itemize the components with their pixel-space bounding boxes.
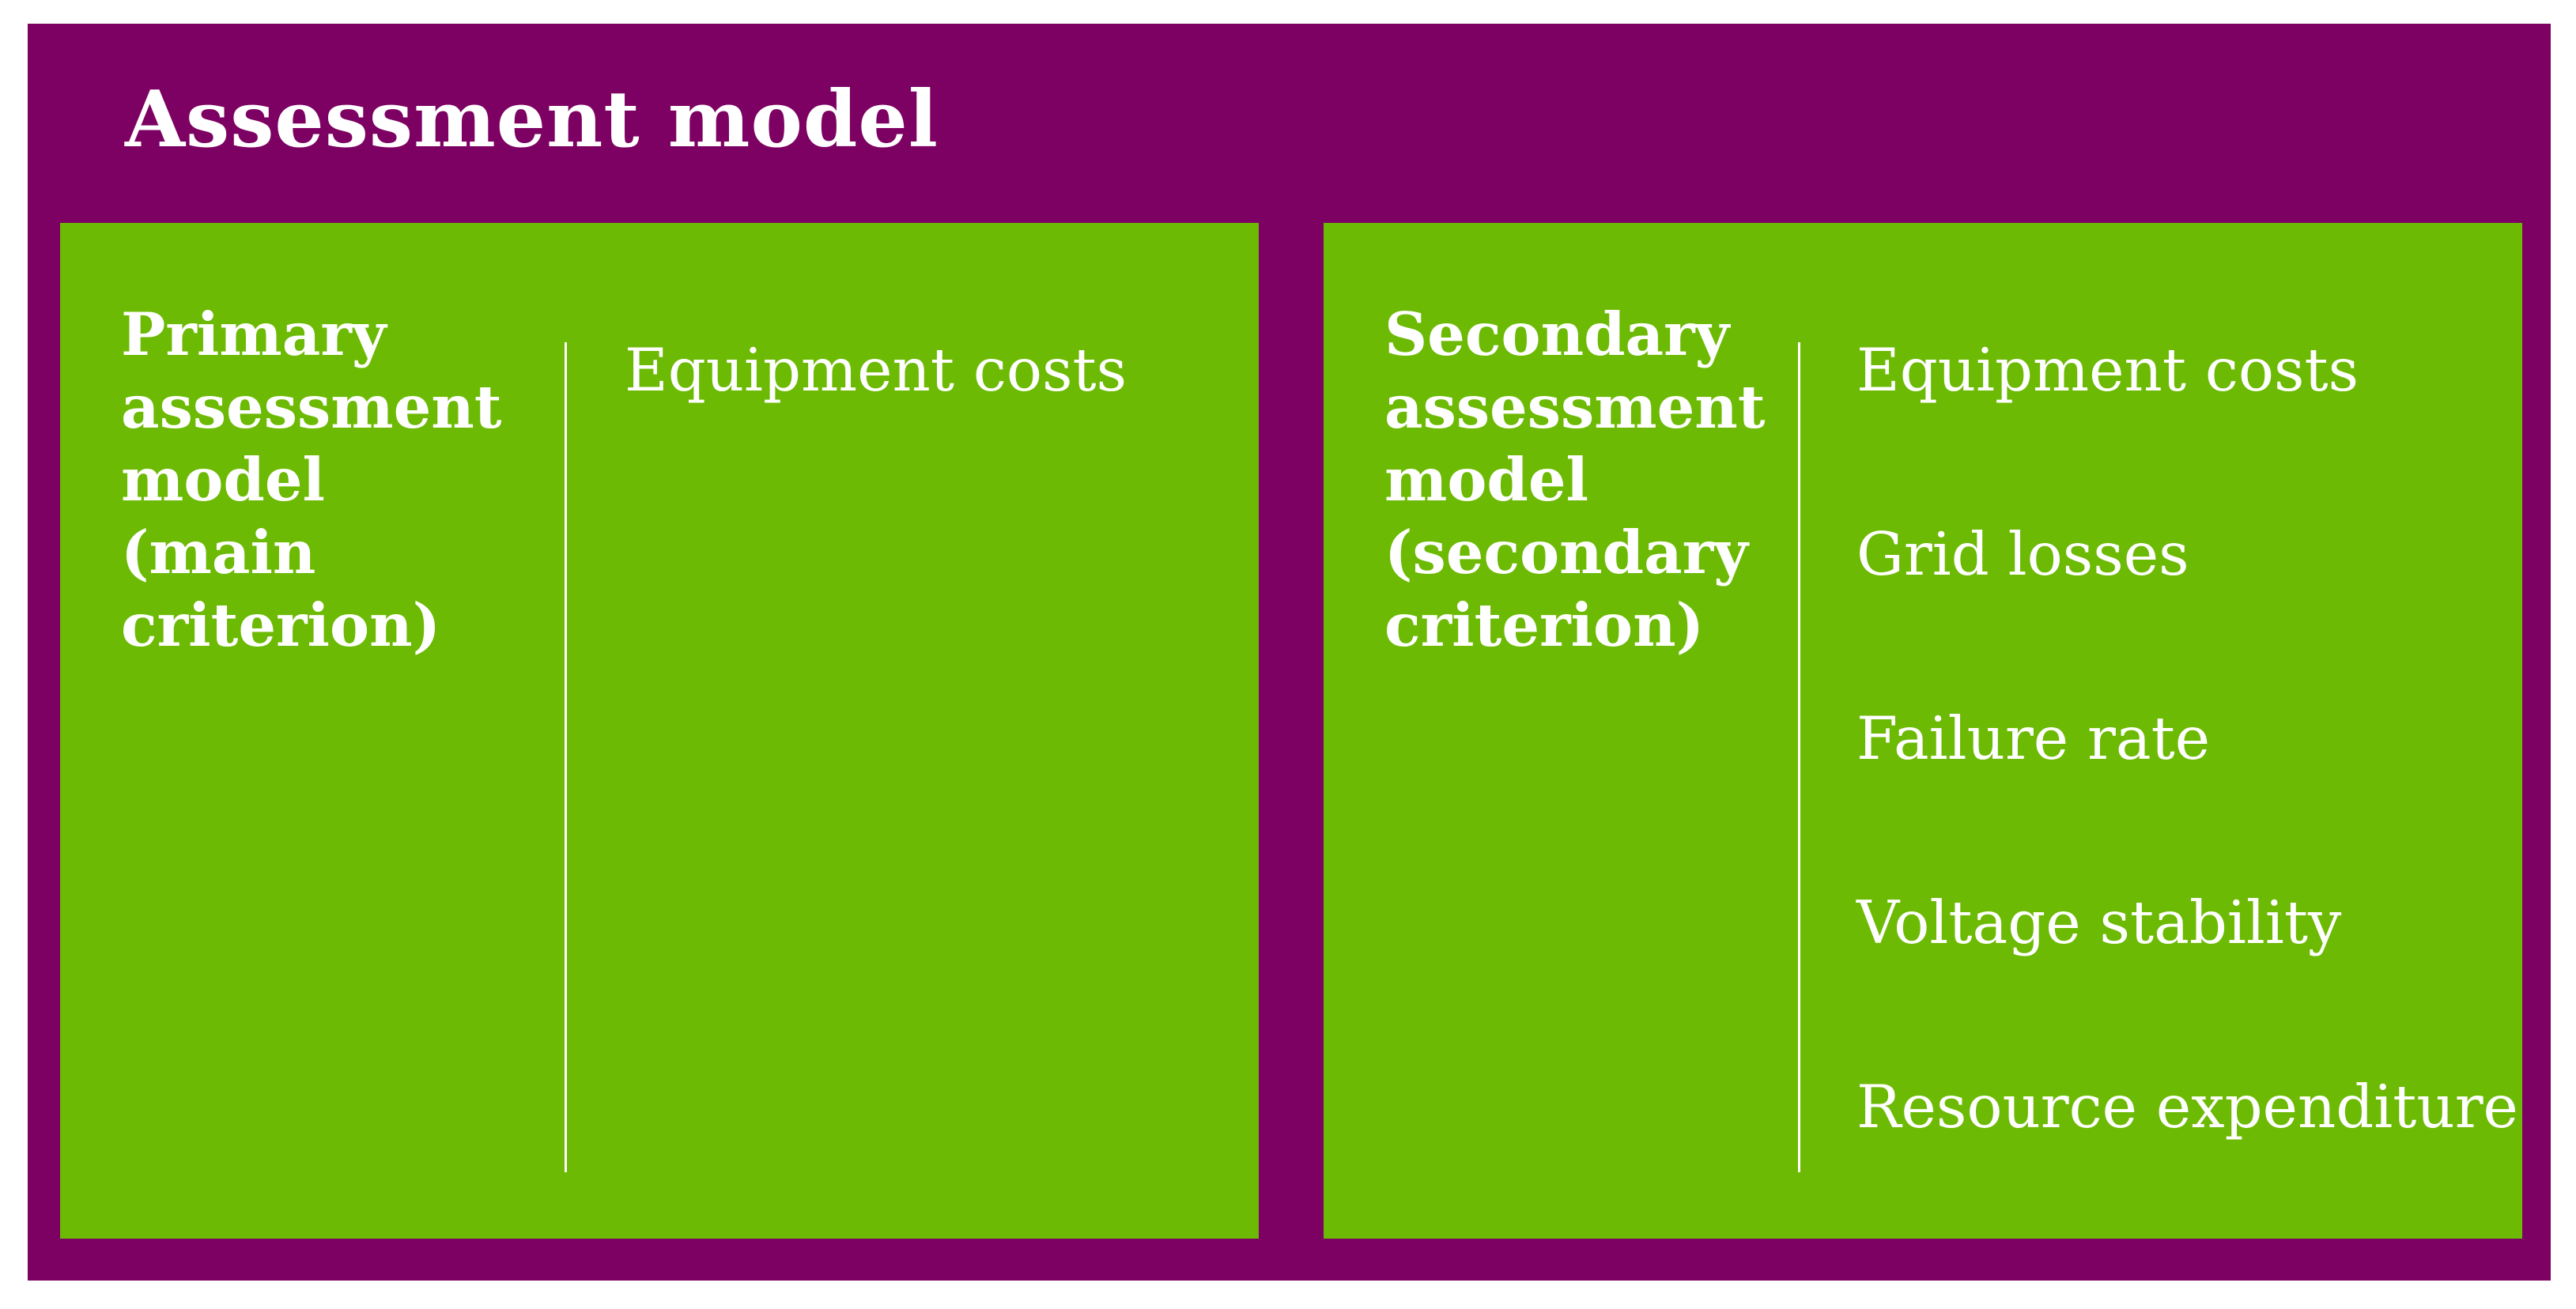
- list-item: Grid losses: [1856, 519, 2189, 589]
- vertical-divider: [1798, 342, 1800, 1172]
- list-item: Equipment costs: [1856, 335, 2359, 405]
- list-item: Equipment costs: [625, 335, 1127, 405]
- list-item: Resource expenditure: [1856, 1072, 2518, 1141]
- diagram-title: Assessment model: [125, 74, 939, 165]
- vertical-divider: [565, 342, 567, 1172]
- primary-panel-label: Primary assessment model (main criterion…: [121, 300, 502, 660]
- primary-criteria-list: Equipment costs: [625, 334, 1226, 518]
- assessment-model-frame: Assessment model Primary assessment mode…: [28, 24, 2551, 1281]
- list-item: Voltage stability: [1856, 888, 2342, 957]
- secondary-assessment-panel: Secondary assessment model (secondary cr…: [1324, 223, 2522, 1239]
- primary-assessment-panel: Primary assessment model (main criterion…: [60, 223, 1259, 1239]
- secondary-panel-label: Secondary assessment model (secondary cr…: [1384, 300, 1766, 660]
- list-item: Failure rate: [1856, 704, 2211, 773]
